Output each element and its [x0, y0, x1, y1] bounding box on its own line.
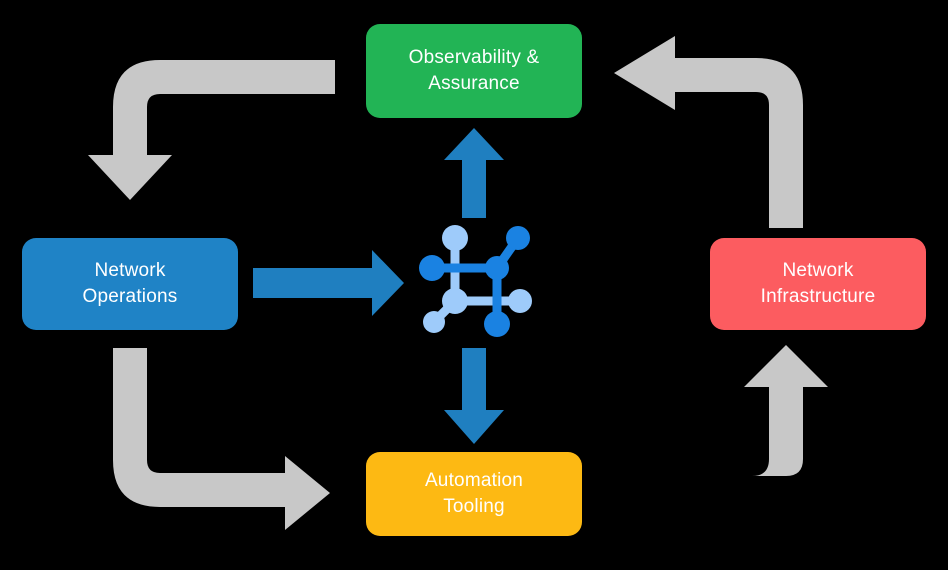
gray-arrow-operations-to-automation — [113, 348, 330, 530]
blue-arrow-center-to-automation — [444, 348, 504, 444]
node-box-observability[interactable]: Observability & Assurance — [366, 24, 582, 118]
blue-arrow-operations-to-center — [253, 250, 404, 316]
gray-arrow-observability-to-operations — [88, 60, 335, 200]
node-box-infrastructure[interactable]: Network Infrastructure — [710, 238, 926, 330]
network-topology-icon — [419, 225, 532, 337]
blue-arrow-center-to-observability — [444, 128, 504, 218]
gray-arrow-automation-to-infrastructure — [612, 345, 828, 476]
node-box-operations[interactable]: Network Operations — [22, 238, 238, 330]
node-box-automation[interactable]: Automation Tooling — [366, 452, 582, 536]
gray-arrow-infrastructure-to-observability — [614, 36, 803, 228]
